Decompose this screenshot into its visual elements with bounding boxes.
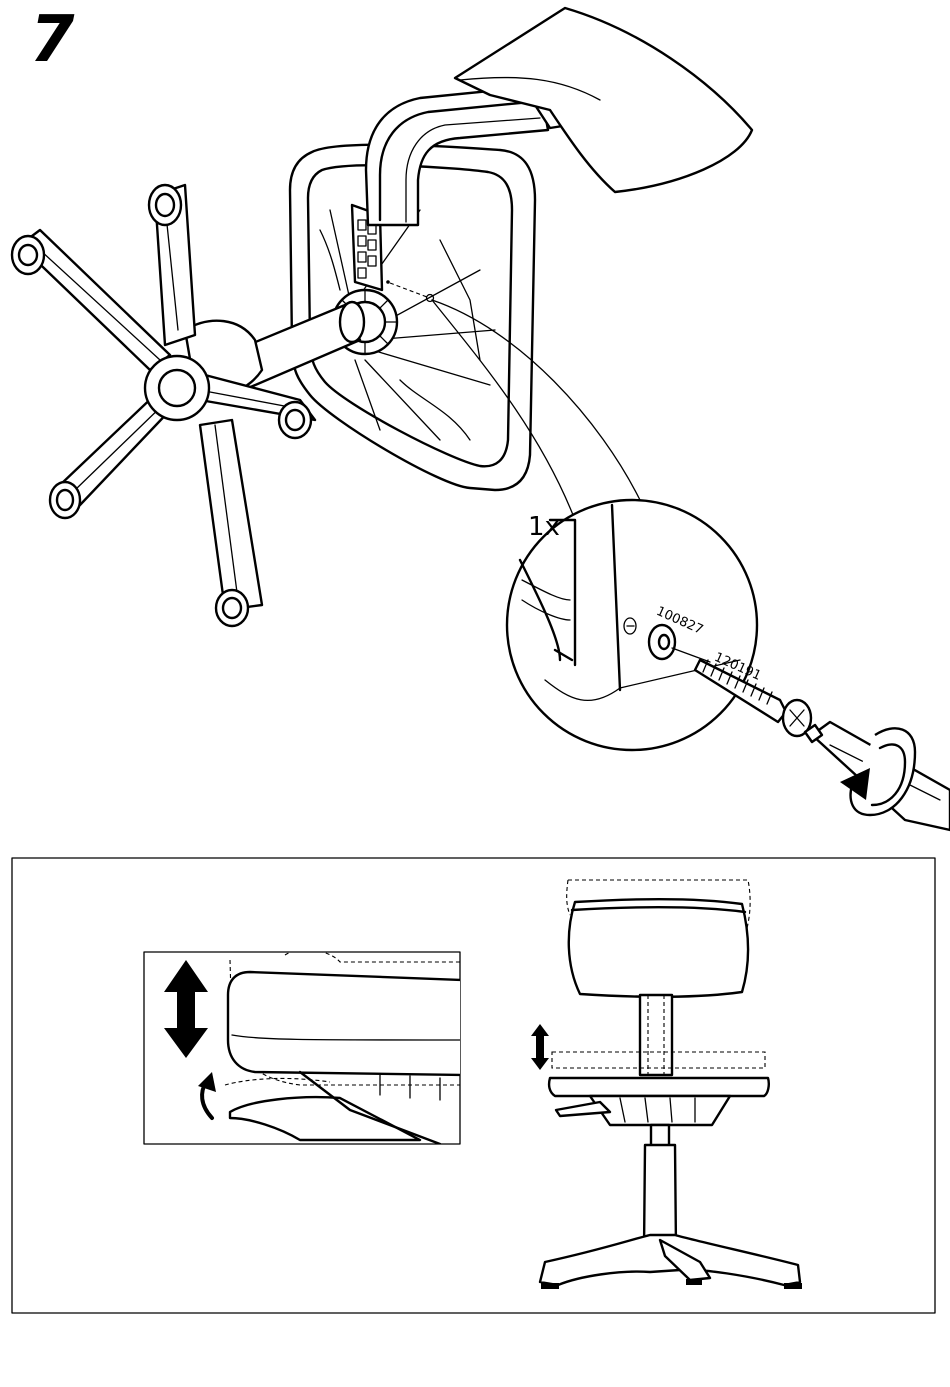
foot-right <box>784 1283 802 1289</box>
gas-cylinder-top <box>651 1125 669 1147</box>
base-hub <box>145 356 209 420</box>
base-leg-bottom <box>200 420 262 610</box>
seat-side <box>549 1078 769 1096</box>
foot-center <box>686 1279 702 1285</box>
foot-left <box>541 1283 559 1289</box>
backrest-side <box>569 899 748 997</box>
up-down-arrow-icon <box>164 960 208 1058</box>
height-adjust-arrow <box>531 1024 549 1070</box>
seat-height-inset <box>144 950 462 1144</box>
lever-zoomed <box>230 1097 420 1140</box>
back-post <box>640 995 672 1075</box>
lever-arrow-icon <box>198 1072 216 1118</box>
info-panel-frame <box>12 858 935 1313</box>
quantity-label: 1x <box>528 512 560 542</box>
seat-edge-zoomed <box>228 972 462 1075</box>
chair-side-view <box>531 880 802 1289</box>
five-star-base <box>12 185 315 626</box>
washer <box>649 625 675 659</box>
